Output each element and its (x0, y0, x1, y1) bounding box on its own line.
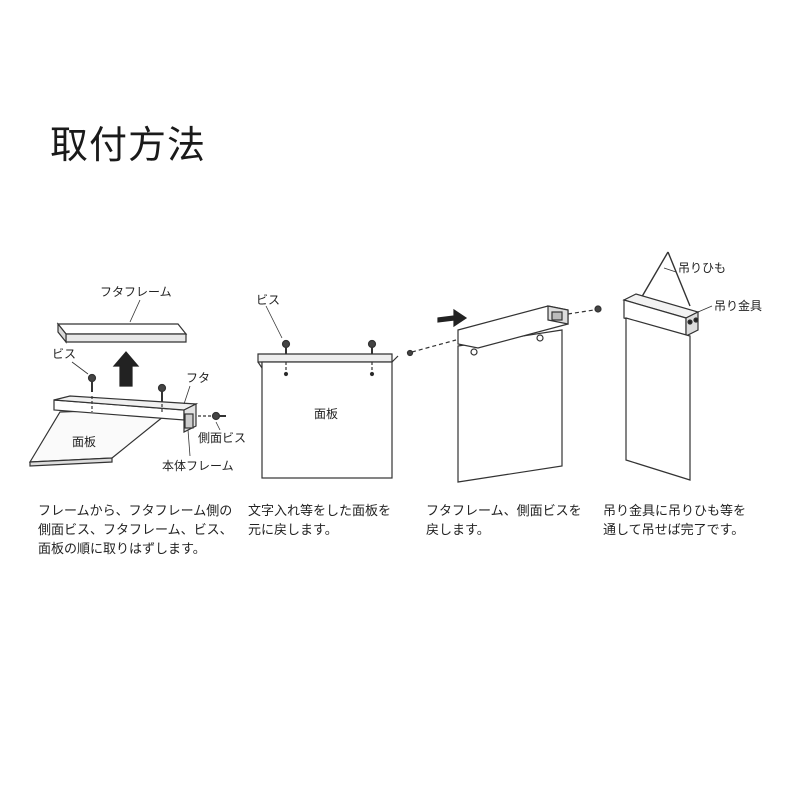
step1-label-cover: フタ (186, 371, 210, 385)
step4-hanging-string (639, 251, 669, 301)
step2-label-screw: ビス (256, 293, 280, 307)
step2-top-rail (257, 353, 393, 363)
step2-illustration (257, 305, 399, 479)
step3-illustration (406, 305, 602, 483)
step1-description: フレームから、フタフレーム側の 側面ビス、フタフレーム、ビス、 面板の順に取りは… (38, 504, 233, 557)
step1-cover-frame (56, 323, 188, 335)
step4-hanging-bracket-icon (687, 319, 693, 325)
step4-label-hanging-string: 吊りひも (678, 261, 726, 275)
step1-label-cover-frame: フタフレーム (100, 285, 172, 299)
step1-label-screw: ビス (52, 347, 76, 361)
step1-label-face-panel: 面板 (72, 435, 96, 449)
step2-face-panel (261, 361, 393, 479)
step4-label-hanging-bracket: 吊り金具 (714, 298, 762, 313)
page-title: 取付方法 (50, 123, 207, 167)
step3-description: フタフレーム、側面ビスを 戻します。 (426, 504, 582, 538)
step1-screw-icon (87, 373, 167, 402)
step2-label-face-panel: 面板 (314, 407, 338, 421)
step3-right-arrow-icon (437, 308, 468, 328)
mounting-diagram: フタフレーム ビス フタ 面板 側面ビス 本体フレーム ビス 面板 (28, 251, 762, 483)
step1-up-arrow-icon (112, 351, 140, 387)
step1-side-screw-icon (198, 411, 226, 421)
step3-side-screw-icon (406, 305, 602, 357)
step1-label-side-screw: 側面ビス (198, 431, 246, 445)
step4-description: 吊り金具に吊りひも等を 通して吊せば完了です。 (603, 504, 747, 538)
step4-illustration (622, 251, 713, 481)
step4-face-panel (625, 317, 691, 481)
step2-description: 文字入れ等をした面板を 元に戻します。 (248, 504, 392, 538)
step2-screw-icon (281, 339, 377, 354)
step1-label-main-frame: 本体フレーム (162, 459, 234, 473)
step1-illustration (28, 299, 226, 467)
